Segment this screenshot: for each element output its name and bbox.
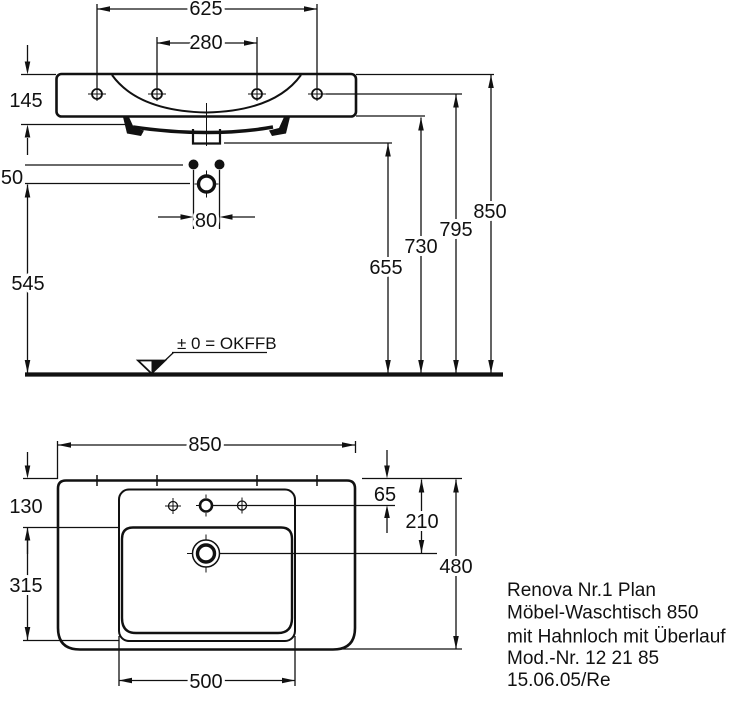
- front-view: 625 280 145 50 80 545 655 730 795 850 ± …: [0, 0, 510, 377]
- dim-label-210: 210: [405, 511, 438, 533]
- basin-plan-outline: [56, 479, 357, 651]
- dim-label-850-height: 850: [473, 201, 506, 223]
- screw-dot-right: [214, 159, 225, 170]
- product-info-block: Renova Nr.1 Plan Möbel-Waschtisch 850 mi…: [507, 580, 726, 691]
- fixing-hole-mark-icon: [148, 87, 166, 101]
- product-feature-line: mit Hahnloch mit Überlauf: [507, 627, 726, 648]
- dim-label-625: 625: [189, 0, 222, 20]
- product-date-line: 15.06.05/Re: [507, 670, 611, 691]
- product-name-line: Renova Nr.1 Plan: [507, 580, 656, 601]
- product-type-line: Möbel-Waschtisch 850: [507, 603, 698, 624]
- drain-outlet-front: [191, 129, 222, 145]
- front-arrowheads: [24, 6, 494, 373]
- dim-label-545: 545: [11, 273, 44, 295]
- dim-label-50: 50: [1, 167, 23, 189]
- dim-label-65: 65: [374, 484, 396, 506]
- dim-label-655: 655: [369, 257, 402, 279]
- dim-label-795: 795: [439, 219, 472, 241]
- fixing-hole-marks-front: [88, 87, 326, 101]
- screw-dot-left: [188, 159, 199, 170]
- fixing-hole-mark-icon: [88, 87, 106, 101]
- dim-label-130: 130: [9, 496, 42, 518]
- dim-label-80: 80: [195, 210, 217, 232]
- basin-underside-profile: [132, 125, 274, 135]
- mounting-bracket-right: [269, 117, 290, 136]
- front-dimension-lines: [21, 4, 494, 373]
- dim-label-500: 500: [189, 671, 222, 693]
- inner-rim-outline: [118, 488, 296, 642]
- dim-label-730: 730: [404, 236, 437, 258]
- fixing-hole-ticks: [96, 475, 318, 486]
- dim-label-280: 280: [189, 32, 222, 54]
- fixing-hole-mark-icon: [248, 87, 266, 101]
- datum-label: ± 0 = OKFFB: [177, 334, 277, 353]
- bowl-plan-outline: [120, 526, 294, 635]
- tap-hole-front-icon: [194, 170, 219, 198]
- datum-symbol: [135, 351, 267, 375]
- plan-view: 850 130 315 500 65 210 480: [6, 431, 475, 696]
- plan-dimension-lines: [23, 441, 462, 686]
- mounting-bracket-left: [123, 117, 144, 136]
- dim-label-315: 315: [9, 575, 42, 597]
- product-model-line: Mod.-Nr. 12 21 85: [507, 648, 659, 669]
- dim-label-145: 145: [9, 90, 42, 112]
- tap-hole-mark-left-icon: [165, 498, 181, 514]
- dim-label-850-width: 850: [188, 434, 221, 456]
- drain-icon: [187, 534, 225, 573]
- plan-arrowheads: [24, 442, 459, 684]
- tap-hole-mark-right-icon: [236, 497, 248, 514]
- tap-hole-icon: [196, 494, 216, 517]
- fixing-hole-mark-icon: [308, 87, 326, 101]
- dim-label-480: 480: [439, 556, 472, 578]
